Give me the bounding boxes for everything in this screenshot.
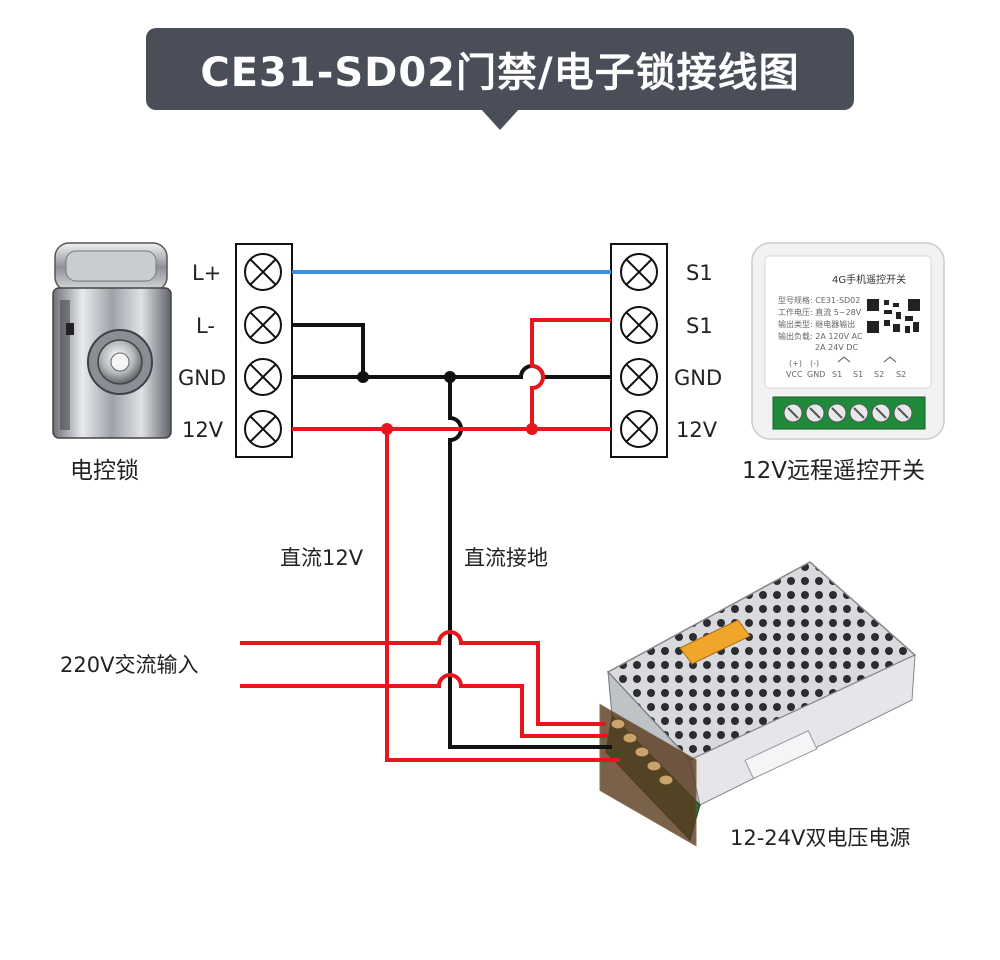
power-supply-image [599, 561, 917, 847]
module-pin-label: S2 [896, 370, 907, 379]
right-terminal-label: S1 [686, 261, 713, 285]
red-wire-s1 [530, 318, 611, 429]
junction-dot [526, 423, 538, 435]
left-terminal-label: L- [196, 314, 215, 338]
right-terminal-label: 12V [676, 418, 718, 442]
qr-code [866, 298, 922, 334]
page-title: CE31-SD02门禁/电子锁接线图 [200, 50, 800, 96]
junction-dot [444, 371, 456, 383]
module-pin-label: S2 [874, 370, 885, 379]
module-pin-label: S1 [853, 370, 864, 379]
left-terminal-block [235, 243, 293, 458]
junction-dot [357, 371, 369, 383]
dc-ground-label: 直流接地 [464, 546, 548, 570]
junction-dot [381, 423, 393, 435]
module-spec: 工作电压: 直流 5~28V [778, 308, 862, 317]
electric-lock-image [52, 242, 172, 439]
terminal-screw-icon [620, 253, 658, 448]
remote-switch-module-image [751, 242, 945, 440]
dc12v-label: 直流12V [280, 546, 364, 570]
module-caption: 12V远程遥控开关 [742, 458, 926, 484]
module-pin-label: (+) [789, 359, 802, 368]
left-terminal-label: 12V [182, 418, 224, 442]
left-terminal-label: L+ [192, 261, 222, 285]
red-wire-ac2 [240, 673, 608, 738]
red-wire-dc12v [385, 429, 620, 762]
module-pin-label: VCC [786, 370, 803, 379]
module-spec: 2A 24V DC [815, 343, 859, 352]
module-pin-label: S1 [832, 370, 843, 379]
lock-caption: 电控锁 [70, 458, 139, 484]
title-banner: CE31-SD02门禁/电子锁接线图 [146, 28, 854, 110]
red-wire-ac1 [240, 630, 606, 726]
psu-caption: 12-24V双电压电源 [730, 826, 911, 850]
terminal-screw-icon [244, 253, 282, 448]
module-spec: 输出类型: 继电器输出 [778, 320, 856, 329]
right-terminal-label: GND [674, 366, 723, 390]
left-terminal-label: GND [178, 366, 227, 390]
module-spec: 型号规格: CE31-SD02 [778, 296, 861, 305]
module-pin-label: (-) [810, 359, 820, 368]
relay-contact-icons [837, 356, 897, 363]
module-heading: 4G手机遥控开关 [832, 275, 907, 286]
module-spec: 输出负载: 2A 120V AC [778, 332, 863, 341]
black-wire-lminus [292, 323, 365, 377]
module-pin-label: GND [807, 370, 826, 379]
right-terminal-label: S1 [686, 314, 713, 338]
ac-input-label: 220V交流输入 [60, 653, 199, 677]
title-arrow [480, 108, 520, 130]
right-terminal-block [610, 243, 668, 458]
